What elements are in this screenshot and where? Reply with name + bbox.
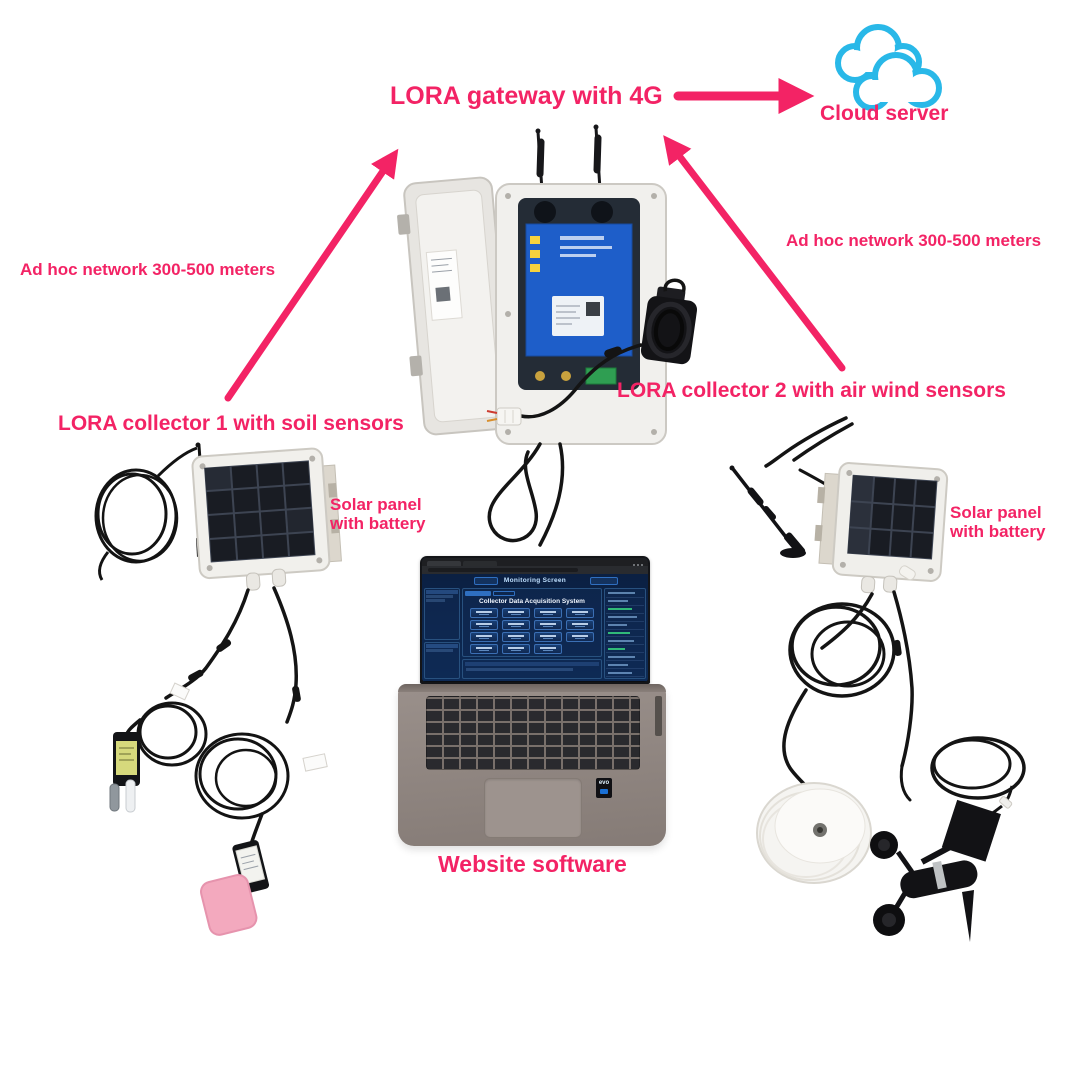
soil-sensor-cable-coil-a: [136, 701, 208, 767]
cloud-icon: [835, 24, 942, 111]
collector1-cable-coil: [94, 446, 198, 581]
header-button-right: [590, 577, 618, 585]
metric-card: [566, 632, 594, 642]
anemometer: [870, 799, 1001, 942]
evo-sticker: evo: [596, 778, 612, 798]
left-panel-bottom: [424, 641, 460, 679]
gateway-box: [495, 183, 667, 445]
metric-card: [566, 608, 594, 618]
dashboard-center-column: Collector Data Acquisition System: [462, 588, 602, 679]
laptop-screen: Monitoring Screen Collector Data Acquisi…: [420, 556, 650, 684]
website-software-label: Website software: [438, 851, 627, 877]
metric-card: [502, 620, 530, 630]
metric-card: [502, 644, 530, 654]
windows-taskbar: [422, 681, 648, 682]
collector2-box: [814, 462, 949, 594]
acquisition-panel-title: Collector Data Acquisition System: [479, 598, 585, 605]
window-controls: [633, 564, 643, 566]
metric-card: [534, 632, 562, 642]
network-arrows: [224, 78, 846, 402]
header-button-left: [474, 577, 498, 585]
collector1-photo: [94, 442, 342, 936]
cloud-server-label: Cloud server: [820, 102, 949, 125]
dashboard-header-title: Monitoring Screen: [503, 576, 567, 584]
arrow-collector2-to-gateway: [663, 135, 846, 372]
gateway-power-connector: [486, 407, 522, 426]
arrow-collector1-to-gateway: [224, 148, 399, 402]
laptop-keyboard: [426, 696, 640, 770]
browser-tab: [427, 561, 461, 566]
metric-card: [470, 620, 498, 630]
soil-sensor-1: [109, 732, 140, 813]
collector1-box: [191, 447, 342, 591]
pink-sponge-sensor: [200, 874, 258, 936]
solar-label-line1: Solar panel: [330, 495, 422, 514]
bottom-panel: [462, 659, 602, 679]
soil-probe-light: [125, 779, 136, 813]
laptop-body: evo: [398, 684, 666, 846]
dashboard-left-column: [424, 588, 460, 679]
collector1-label: LORA collector 1 with soil sensors: [58, 412, 404, 435]
laptop-trackpad: [484, 778, 582, 838]
solar-label-line1: Solar panel: [950, 503, 1042, 522]
browser-tab-bar: [422, 558, 648, 566]
metric-card: [470, 644, 498, 654]
whip-antenna: [731, 467, 791, 543]
laptop-vent: [655, 696, 662, 736]
evo-sticker-text: evo: [598, 780, 610, 786]
laptop: Monitoring Screen Collector Data Acquisi…: [398, 556, 666, 848]
solar-battery-label-left: Solar panel with battery: [330, 495, 425, 533]
gateway-photo: [397, 124, 698, 547]
solar-label-line2: with battery: [330, 514, 426, 533]
soil-sensor-cable-coil-b: [194, 732, 290, 820]
acquisition-panel: Collector Data Acquisition System: [462, 588, 602, 657]
dashboard-right-column: [604, 588, 646, 679]
metric-cards-grid: [465, 608, 599, 654]
mount-spike: [962, 890, 974, 942]
metric-card: [534, 620, 562, 630]
metric-card: [502, 632, 530, 642]
power-adapter: [640, 278, 698, 365]
collector2-cables: [782, 590, 914, 802]
metric-card: [534, 608, 562, 618]
gateway-label: LORA gateway with 4G: [390, 82, 663, 110]
metric-card: [502, 608, 530, 618]
adhoc-network-label-right: Ad hoc network 300-500 meters: [786, 231, 1042, 250]
panel-tab-active: [465, 591, 491, 596]
solar-battery-label-right: Solar panel with battery: [950, 503, 1045, 541]
browser-tab: [463, 561, 497, 566]
metric-card: [566, 620, 594, 630]
wind-vane-fin: [941, 799, 1001, 862]
metric-card: [470, 632, 498, 642]
collector2-label: LORA collector 2 with air wind sensors: [617, 379, 1006, 402]
panel-tab: [493, 591, 515, 596]
left-panel-top: [424, 588, 460, 640]
browser-address-bar: [422, 566, 648, 574]
rain-gauge: [756, 782, 872, 884]
intel-badge: [600, 789, 608, 794]
collector2-photo: [729, 416, 1026, 942]
laptop-hinge: [398, 684, 666, 692]
metric-card: [534, 644, 562, 654]
adhoc-network-label-left: Ad hoc network 300-500 meters: [20, 260, 276, 279]
dashboard-header: Monitoring Screen: [422, 574, 648, 586]
soil-probe-dark: [109, 783, 120, 812]
monitoring-dashboard: Monitoring Screen Collector Data Acquisi…: [422, 574, 648, 682]
solar-label-line2: with battery: [950, 522, 1046, 541]
metric-card: [470, 608, 498, 618]
right-status-panel: [604, 588, 646, 679]
